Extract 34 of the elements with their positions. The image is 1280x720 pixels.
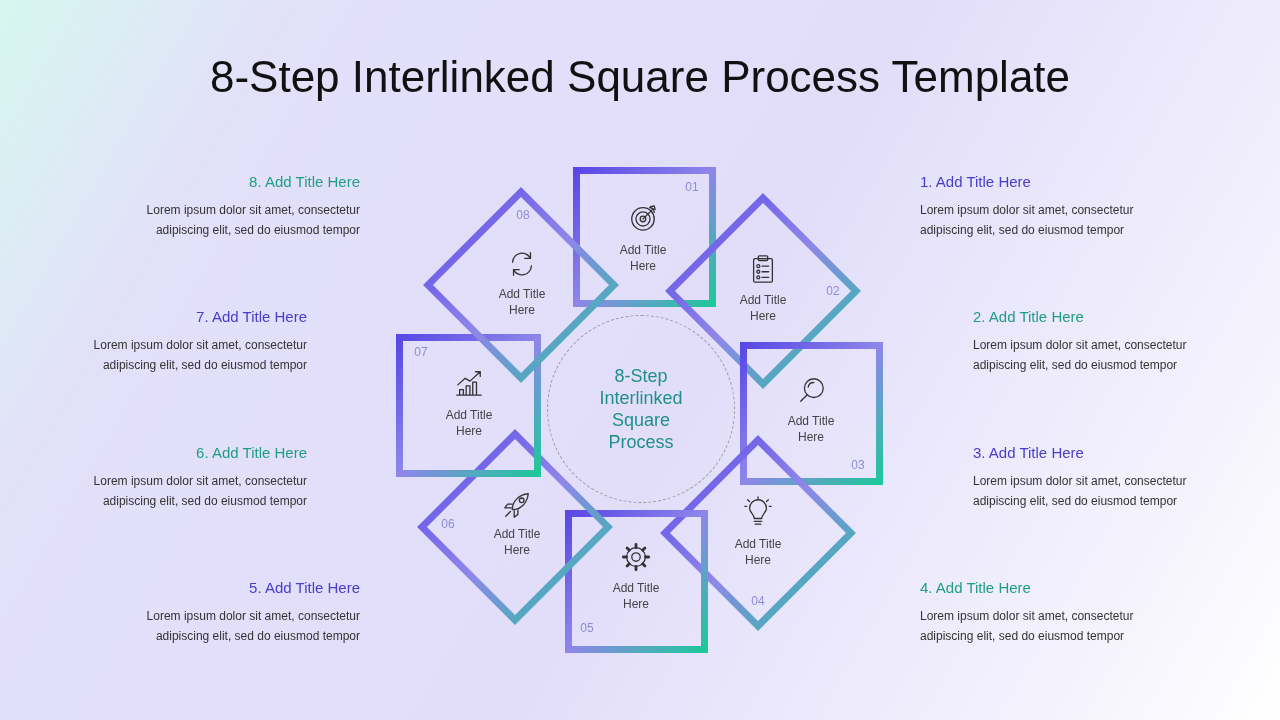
step-number: 06: [441, 517, 455, 531]
slide-title: 8-Step Interlinked Square Process Template: [208, 52, 1072, 102]
step-description: Lorem ipsum dolor sit amet, consectetur adipiscing elit, sed do eiusmod tempor: [920, 608, 1135, 645]
step-number: 01: [685, 180, 699, 194]
step-number: 05: [580, 621, 594, 635]
step-description: Lorem ipsum dolor sit amet, consectetur adipiscing elit, sed do eiusmod tempor: [920, 202, 1135, 239]
step-heading: 2. Add Title Here: [973, 308, 1084, 325]
step-heading: 8. Add Title Here: [249, 173, 360, 190]
step-number: 03: [851, 458, 865, 472]
step-description: Lorem ipsum dolor sit amet, consectetur adipiscing elit, sed do eiusmod tempor: [145, 202, 360, 239]
step-number: 02: [826, 284, 840, 298]
step-title: Add Title Here: [497, 286, 547, 318]
step-title: Add Title Here: [733, 536, 783, 568]
step-description: Lorem ipsum dolor sit amet, consectetur adipiscing elit, sed do eiusmod tempor: [973, 473, 1188, 510]
step-description: Lorem ipsum dolor sit amet, consectetur adipiscing elit, sed do eiusmod tempor: [92, 337, 307, 374]
step-heading: 5. Add Title Here: [249, 579, 360, 596]
step-number: 07: [414, 345, 428, 359]
step-number: 04: [751, 594, 765, 608]
step-description: Lorem ipsum dolor sit amet, consectetur adipiscing elit, sed do eiusmod tempor: [973, 337, 1188, 374]
step-heading: 7. Add Title Here: [196, 308, 307, 325]
step-description: Lorem ipsum dolor sit amet, consectetur adipiscing elit, sed do eiusmod tempor: [92, 473, 307, 510]
step-title: Add Title Here: [611, 580, 661, 612]
step-title: Add Title Here: [492, 526, 542, 558]
step-title: Add Title Here: [738, 292, 788, 324]
step-heading: 6. Add Title Here: [196, 444, 307, 461]
step-heading: 4. Add Title Here: [920, 579, 1031, 596]
step-description: Lorem ipsum dolor sit amet, consectetur adipiscing elit, sed do eiusmod tempor: [145, 608, 360, 645]
step-number: 08: [516, 208, 530, 222]
step-heading: 1. Add Title Here: [920, 173, 1031, 190]
step-heading: 3. Add Title Here: [973, 444, 1084, 461]
step-title: Add Title Here: [786, 413, 836, 445]
step-title: Add Title Here: [444, 407, 494, 439]
center-title: 8-Step Interlinked Square Process: [598, 365, 684, 453]
step-title: Add Title Here: [618, 242, 668, 274]
